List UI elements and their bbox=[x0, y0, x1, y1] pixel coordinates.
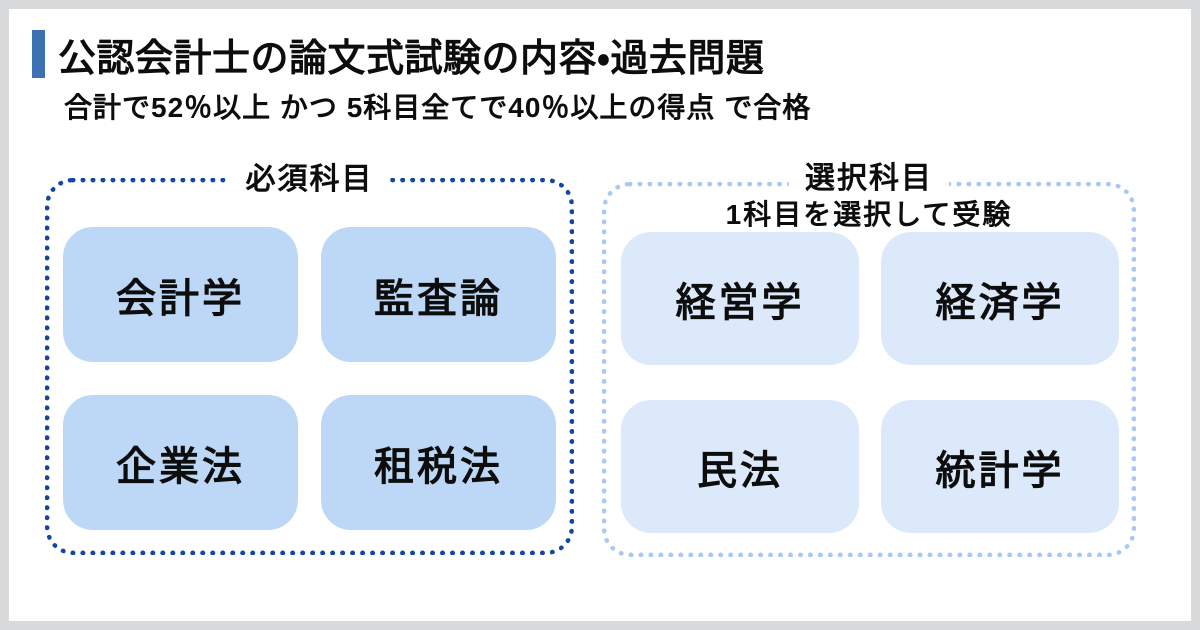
subject-card-tax-law: 租税法 bbox=[321, 395, 556, 530]
required-group-label: 必須科目 bbox=[229, 162, 390, 198]
required-subject-grid: 会計学 監査論 企業法 租税法 bbox=[63, 227, 556, 530]
subject-card-label: 経済学 bbox=[935, 280, 1065, 325]
content-card: 公認会計士の論文式試験の内容・過去問題 合計で52％以上 かつ 5科目全てで40… bbox=[9, 9, 1191, 621]
subject-card-accounting: 会計学 bbox=[63, 227, 298, 362]
required-subjects-group: 必須科目 会計学 監査論 企業法 租税法 bbox=[45, 162, 574, 555]
pass-criteria-text: 合計で52％以上 かつ 5科目全てで40％以上の得点 で合格 bbox=[64, 92, 812, 123]
subject-card-label: 監査論 bbox=[374, 276, 503, 321]
subject-card-economics: 経済学 bbox=[881, 232, 1119, 365]
subject-card-label: 会計学 bbox=[116, 276, 245, 321]
subject-card-corporate-law: 企業法 bbox=[63, 395, 298, 530]
subject-card-business-admin: 経営学 bbox=[621, 232, 859, 365]
elective-subject-grid: 経営学 経済学 民法 統計学 bbox=[621, 232, 1119, 533]
elective-group-note: 1科目を選択して受験 bbox=[725, 199, 1013, 230]
subject-card-statistics: 統計学 bbox=[881, 400, 1119, 533]
subject-card-civil-law: 民法 bbox=[621, 400, 859, 533]
elective-subjects-group: 選択科目 1科目を選択して受験 経営学 経済学 民法 統計学 bbox=[602, 162, 1136, 557]
subject-card-auditing: 監査論 bbox=[321, 227, 556, 362]
elective-group-label: 選択科目 bbox=[789, 162, 949, 197]
subject-card-label: 経営学 bbox=[675, 280, 805, 325]
subject-card-label: 民法 bbox=[697, 448, 783, 493]
subject-card-label: 租税法 bbox=[374, 444, 503, 489]
subject-card-label: 統計学 bbox=[935, 448, 1065, 493]
subject-card-label: 企業法 bbox=[116, 444, 245, 489]
title-accent-bar bbox=[32, 30, 45, 78]
page-title: 公認会計士の論文式試験の内容・過去問題 bbox=[58, 37, 765, 80]
